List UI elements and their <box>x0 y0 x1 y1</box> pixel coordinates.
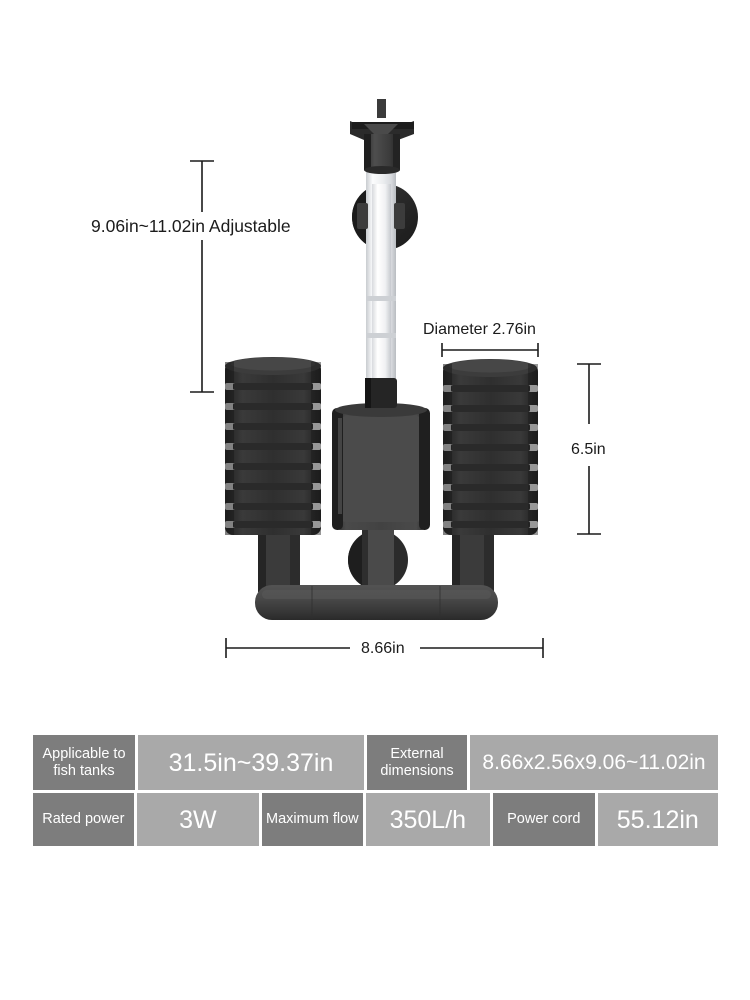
suction-cup <box>352 184 418 250</box>
spec-value-applicable-tanks: 31.5in~39.37in <box>138 735 364 790</box>
spec-label-rated-power: Rated power <box>33 793 134 846</box>
spec-label-applicable-tanks: Applicable to fish tanks <box>33 735 135 790</box>
spec-label-external-dimensions: External dimensions <box>367 735 467 790</box>
left-sponge-filter <box>225 357 321 535</box>
spec-value-external-dimensions: 8.66x2.56x9.06~11.02in <box>470 735 718 790</box>
dimension-line-width <box>225 638 544 658</box>
spec-value-maximum-flow: 350L/h <box>365 793 490 846</box>
spec-value-rated-power: 3W <box>136 793 259 846</box>
spec-value-power-cord: 55.12in <box>597 793 718 846</box>
specification-table: Applicable to fish tanks 31.5in~39.37in … <box>33 735 718 849</box>
dimension-line-diameter <box>441 343 539 357</box>
spec-label-applicable-tanks-line1: Applicable to <box>42 746 126 763</box>
product-illustration <box>190 99 601 658</box>
spec-label-external-dimensions-line1: External <box>390 746 444 763</box>
spec-table-row-2: Rated power 3W Maximum flow 350L/h Power… <box>33 793 718 846</box>
spec-label-maximum-flow: Maximum flow <box>262 793 363 846</box>
dimension-line-height <box>190 160 214 393</box>
dimension-label-depth: 6.5in <box>568 440 609 460</box>
dimension-label-height: 9.06in~11.02in Adjustable <box>88 216 294 238</box>
dimension-label-diameter: Diameter 2.76in <box>420 320 539 340</box>
product-diagram: 9.06in~11.02in Adjustable Diameter 2.76i… <box>88 99 609 659</box>
dimension-label-width: 8.66in <box>357 639 409 659</box>
spec-label-power-cord: Power cord <box>492 793 595 846</box>
outlet-nozzle <box>350 99 414 174</box>
dimension-line-depth <box>577 363 601 535</box>
pump-housing <box>332 398 430 530</box>
base-manifold <box>255 528 498 620</box>
spec-table-row-1: Applicable to fish tanks 31.5in~39.37in … <box>33 735 718 790</box>
right-sponge-filter <box>443 359 538 535</box>
spec-label-external-dimensions-line2: dimensions <box>380 762 454 779</box>
spec-label-applicable-tanks-line2: fish tanks <box>53 762 115 779</box>
